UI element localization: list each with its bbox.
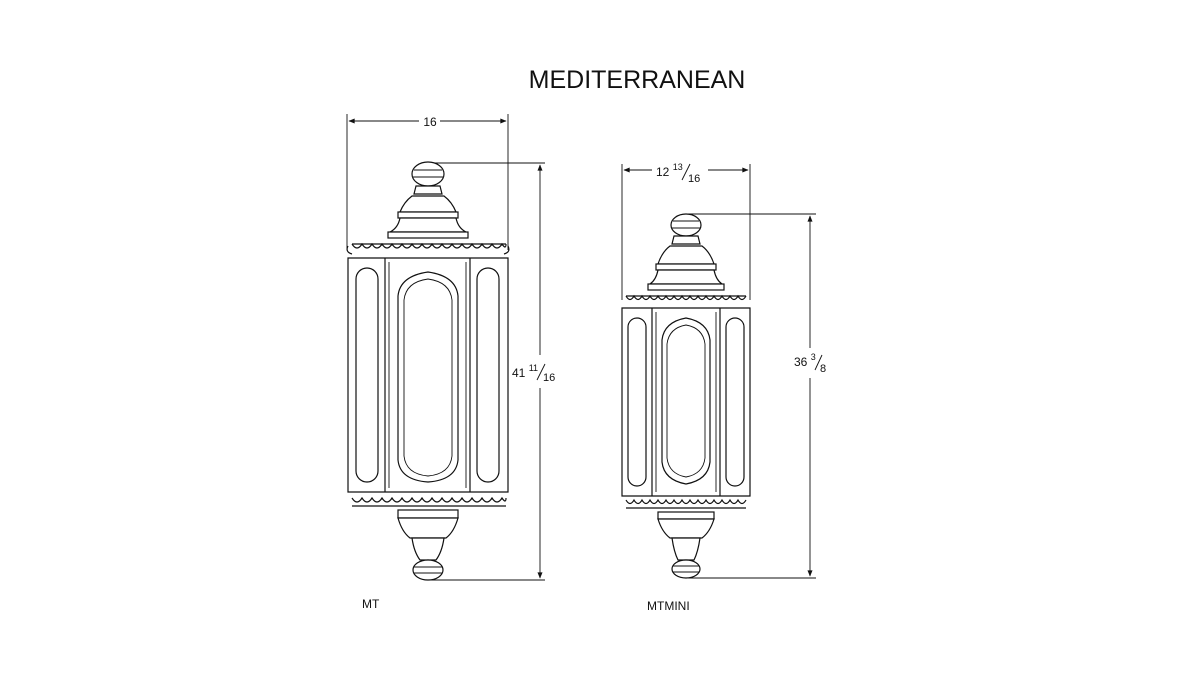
svg-text:12 13: 12 13 bbox=[656, 162, 683, 179]
svg-text:16: 16 bbox=[423, 115, 437, 129]
mtmini-width-numerator: 13 bbox=[673, 162, 683, 172]
svg-text:16: 16 bbox=[543, 372, 555, 384]
mt-model-label: MT bbox=[362, 597, 380, 611]
mt-width-whole: 16 bbox=[423, 115, 437, 129]
mt-height-dimension: 41 11 16 bbox=[430, 162, 555, 581]
svg-text:16: 16 bbox=[688, 173, 700, 185]
lantern-mt: 16 41 11 16 bbox=[346, 114, 555, 611]
svg-text:41 11: 41 11 bbox=[512, 363, 538, 380]
mtmini-height-whole: 36 bbox=[794, 355, 808, 369]
mtmini-width-dimension: 12 13 16 bbox=[621, 162, 751, 300]
mt-height-denominator: 16 bbox=[543, 372, 555, 384]
mt-height-numerator: 11 bbox=[529, 363, 538, 373]
mt-width-dimension: 16 bbox=[346, 114, 509, 250]
mtmini-height-dimension: 36 3 8 bbox=[686, 213, 826, 579]
svg-text:36 3: 36 3 bbox=[794, 352, 816, 369]
lantern-mtmini: 12 13 16 36 3 8 bbox=[621, 162, 826, 613]
mtmini-height-denominator: 8 bbox=[820, 363, 826, 375]
drawing-title: MEDITERRANEAN bbox=[529, 66, 746, 94]
mtmini-height-numerator: 3 bbox=[811, 352, 816, 362]
mtmini-model-label: MTMINI bbox=[647, 599, 690, 613]
mtmini-width-denominator: 16 bbox=[688, 173, 700, 185]
svg-text:8: 8 bbox=[820, 363, 826, 375]
mt-height-whole: 41 bbox=[512, 366, 526, 380]
mtmini-width-whole: 12 bbox=[656, 165, 670, 179]
